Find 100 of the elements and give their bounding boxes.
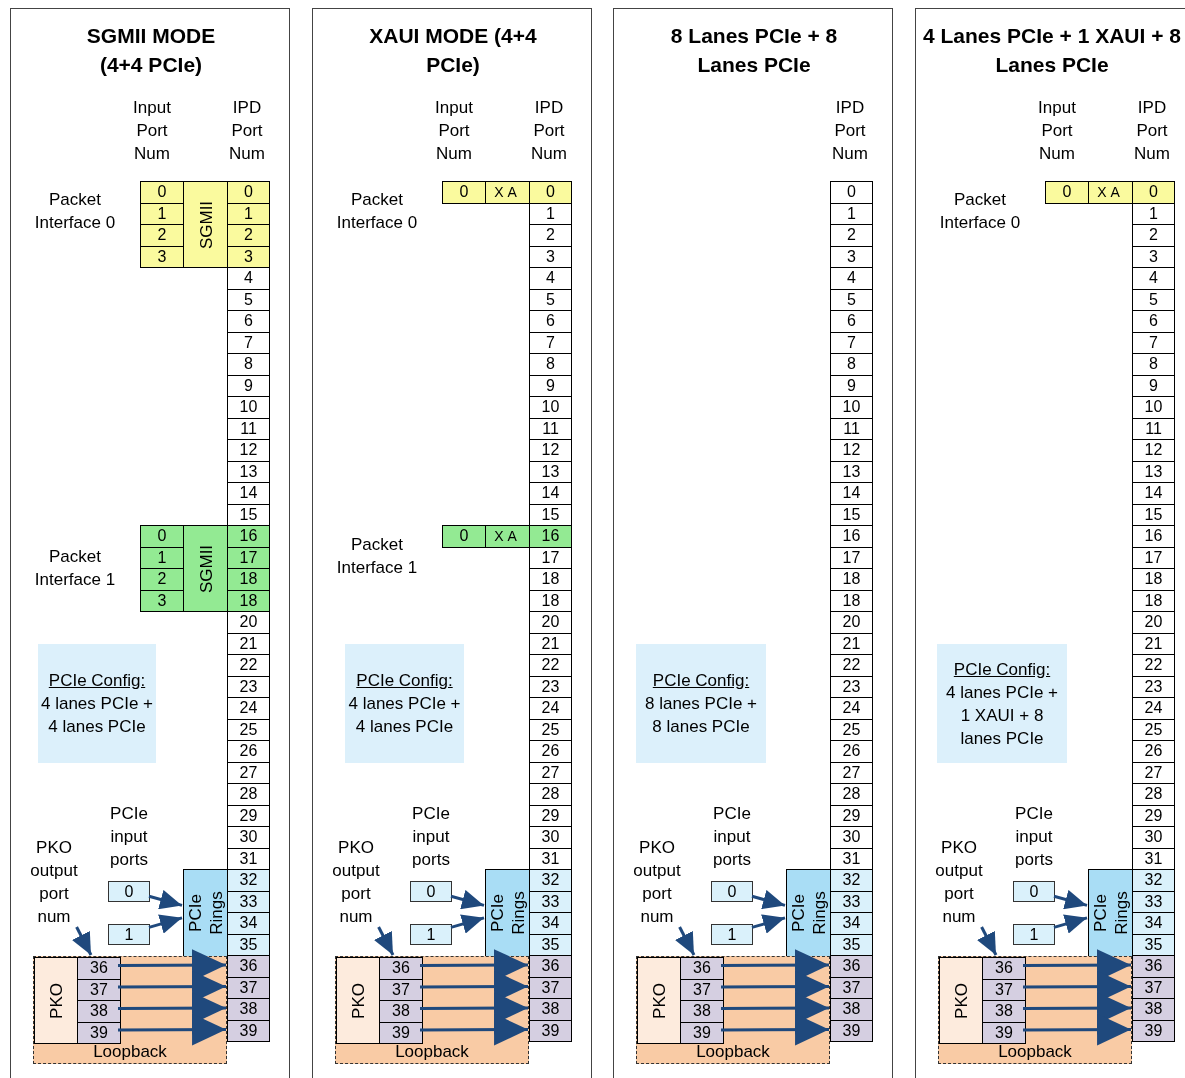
port-number-cell: 18 xyxy=(227,568,270,591)
port-number-cell: 8 xyxy=(529,353,572,376)
output-port-label: PKO output port num xyxy=(628,836,686,928)
column-header: IPD Port Num xyxy=(831,97,869,165)
config-text: 4 lanes PCIe + 4 lanes PCIe xyxy=(348,693,461,738)
port-number-cell: 38 xyxy=(982,1000,1026,1023)
input-port-box: 0 xyxy=(108,881,150,902)
port-number-cell: 2 xyxy=(227,224,270,247)
port-number-cell: 30 xyxy=(1132,826,1175,849)
port-number-cell: 36 xyxy=(680,957,724,980)
input-port-box: 1 xyxy=(711,924,753,945)
port-number-cell: 22 xyxy=(529,654,572,677)
config-box xyxy=(38,644,156,763)
port-number-cell: 36 xyxy=(529,955,572,978)
rings-box xyxy=(1088,869,1133,957)
port-number-cell: 2 xyxy=(529,224,572,247)
port-number-cell: 16 xyxy=(227,525,270,548)
port-number-cell: 6 xyxy=(227,310,270,333)
interface-label: XA xyxy=(494,185,521,200)
ports-label: PCIe input ports xyxy=(109,803,149,871)
config-text: 4 lanes PCIe + 4 lanes PCIe xyxy=(41,693,153,738)
port-number-cell: 18 xyxy=(529,568,572,591)
interface-label: Packet Interface 1 xyxy=(33,546,117,591)
port-number-cell: 28 xyxy=(830,783,873,806)
mode-panel xyxy=(613,8,893,1078)
port-number-cell: 36 xyxy=(379,957,423,980)
vertical-label: SGMII xyxy=(195,200,216,249)
port-number-cell: 30 xyxy=(830,826,873,849)
loopback-label: Loopback xyxy=(93,1041,167,1062)
port-number-cell: 26 xyxy=(529,740,572,763)
port-number-cell: 38 xyxy=(529,998,572,1021)
interface-label: XA xyxy=(494,529,521,544)
port-number-cell: 39 xyxy=(529,1019,572,1042)
port-number-cell: 24 xyxy=(830,697,873,720)
port-number-cell: 38 xyxy=(680,1000,724,1023)
output-port-label: PKO output port num xyxy=(327,836,385,928)
ports-label: PCIe input ports xyxy=(712,803,752,871)
column-header: IPD Port Num xyxy=(1133,97,1171,165)
port-number-cell: 0 xyxy=(1045,181,1089,204)
arrow xyxy=(675,926,696,956)
port-number-cell: 32 xyxy=(227,869,270,892)
config-box xyxy=(345,644,464,763)
port-number-cell: 38 xyxy=(227,998,270,1021)
arrow xyxy=(1053,914,1088,934)
vertical-label: PKO xyxy=(950,982,972,1019)
port-number-cell: 32 xyxy=(1132,869,1175,892)
ports-label: PCIe input ports xyxy=(411,803,451,871)
interface-box xyxy=(1088,181,1133,204)
rings-box xyxy=(183,869,228,957)
vertical-label: PKO xyxy=(648,982,670,1019)
column-header: IPD Port Num xyxy=(530,97,568,165)
port-number-cell: 39 xyxy=(379,1021,423,1044)
port-number-cell: 6 xyxy=(1132,310,1175,333)
arrow xyxy=(72,926,93,956)
port-number-cell: 0 xyxy=(1132,181,1175,204)
mode-panel xyxy=(10,8,290,1078)
port-number-cell: 28 xyxy=(1132,783,1175,806)
port-number-cell: 4 xyxy=(529,267,572,290)
port-number-cell: 2 xyxy=(1132,224,1175,247)
port-number-cell: 14 xyxy=(227,482,270,505)
config-heading: PCIe Config: xyxy=(48,670,146,692)
input-port-box: 0 xyxy=(1013,881,1055,902)
interface-box xyxy=(485,525,530,548)
interface-label: Packet Interface 0 xyxy=(335,189,419,234)
interface-box xyxy=(183,525,228,612)
port-number-cell: 0 xyxy=(529,181,572,204)
port-number-cell: 10 xyxy=(227,396,270,419)
config-heading: PCIe Config: xyxy=(953,658,1051,681)
config-text: 4 lanes PCIe + 1 XAUI + 8 lanes PCIe xyxy=(946,681,1058,750)
input-port-box: 1 xyxy=(108,924,150,945)
pko-box xyxy=(34,957,78,1044)
port-number-cell: 39 xyxy=(227,1019,270,1042)
port-number-cell: 14 xyxy=(529,482,572,505)
port-number-cell: 4 xyxy=(227,267,270,290)
config-heading: PCIe Config: xyxy=(652,670,750,692)
port-number-cell: 8 xyxy=(227,353,270,376)
rings-box xyxy=(485,869,530,957)
port-number-cell: 10 xyxy=(1132,396,1175,419)
port-number-cell: 28 xyxy=(529,783,572,806)
port-number-cell: 39 xyxy=(830,1019,873,1042)
vertical-label: PCIe Rings xyxy=(184,890,227,937)
port-number-cell: 34 xyxy=(529,912,572,935)
port-number-cell: 22 xyxy=(830,654,873,677)
interface-label: XA xyxy=(1097,185,1124,200)
port-number-cell: 26 xyxy=(830,740,873,763)
port-number-cell: 6 xyxy=(830,310,873,333)
port-number-cell: 10 xyxy=(830,396,873,419)
port-number-cell: 8 xyxy=(1132,353,1175,376)
output-port-label: PKO output port num xyxy=(930,836,988,928)
panel-title: 4 Lanes PCIe + 1 XAUI + 8 Lanes PCIe xyxy=(922,23,1182,78)
input-port-box: 0 xyxy=(410,881,452,902)
port-number-cell: 24 xyxy=(529,697,572,720)
port-number-cell: 18 xyxy=(1132,568,1175,591)
pko-box xyxy=(336,957,380,1044)
port-number-cell: 38 xyxy=(379,1000,423,1023)
column-header: IPD Port Num xyxy=(228,97,266,165)
interface-label: Packet Interface 0 xyxy=(33,189,117,234)
arrow xyxy=(721,1013,829,1046)
port-number-cell: 36 xyxy=(1132,955,1175,978)
arrow xyxy=(148,914,183,934)
